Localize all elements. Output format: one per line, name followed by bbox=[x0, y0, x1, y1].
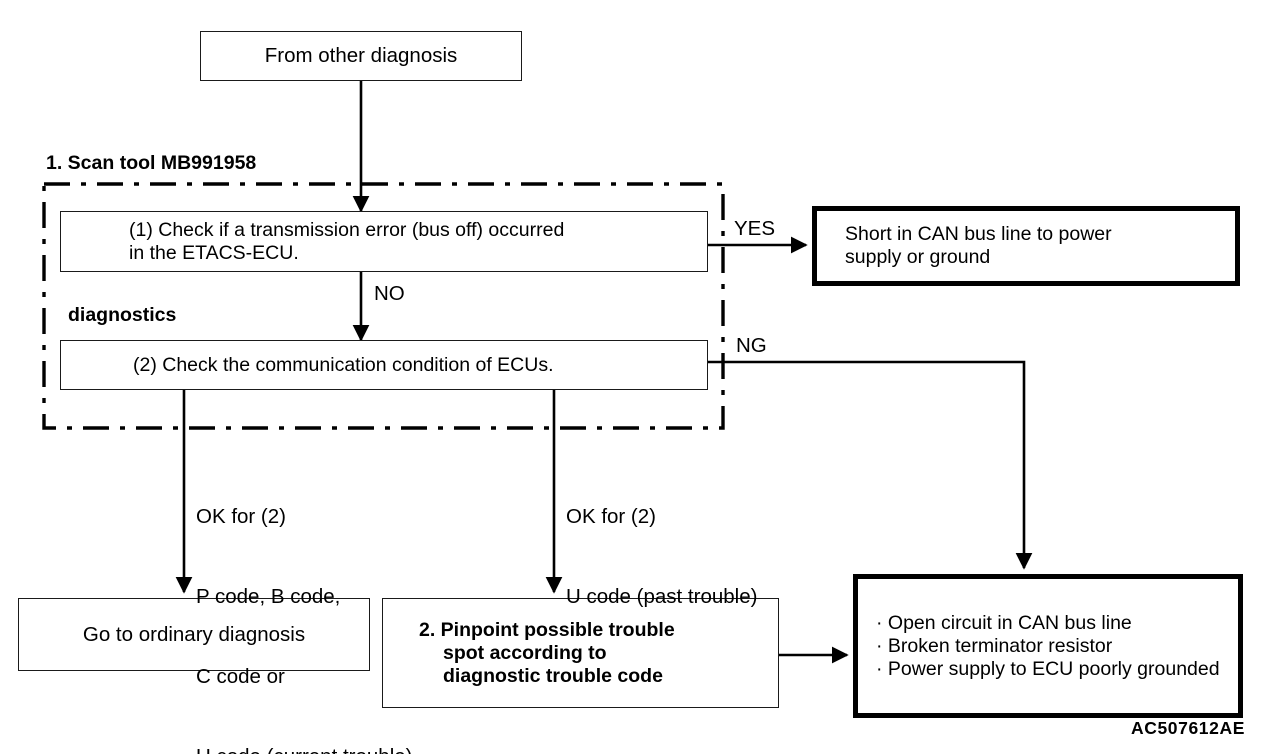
edge-label-ok-left: OK for (2) P code, B code, C code or U c… bbox=[196, 451, 412, 754]
box-short-in-can-bus-line-line-2: supply or ground bbox=[845, 246, 991, 268]
box-pinpoint-possible-trouble-spot-line-2: spot according to bbox=[443, 641, 607, 664]
edge-label-ok-right-line-2: U code (past trouble) bbox=[566, 585, 758, 609]
box-possible-causes-line-3: · Power supply to ECU poorly grounded bbox=[876, 657, 1220, 680]
box-go-to-ordinary-diagnosis[interactable]: Go to ordinary diagnosis bbox=[18, 598, 370, 671]
box-check-transmission-error[interactable]: (1) Check if a transmission error (bus o… bbox=[60, 211, 708, 272]
box-possible-causes[interactable]: · Open circuit in CAN bus line · Broken … bbox=[853, 574, 1243, 718]
edge-label-no: NO bbox=[374, 282, 405, 305]
reference-code: AC507612AE bbox=[1131, 718, 1245, 738]
edge-label-ok-right: OK for (2) U code (past trouble) bbox=[566, 451, 757, 664]
box-short-in-can-bus-line-line-1: Short in CAN bus line to power bbox=[845, 223, 1112, 245]
box-from-other-diagnosis[interactable]: From other diagnosis bbox=[200, 31, 522, 81]
edge-label-yes: YES bbox=[734, 217, 776, 240]
box-check-communication-condition-line-1: (2) Check the communication condition of… bbox=[133, 353, 554, 376]
box-short-in-can-bus-line[interactable]: Short in CAN bus line to power supply or… bbox=[812, 206, 1240, 286]
edge-label-ok-left-line-4: U code (current trouble) bbox=[196, 744, 412, 754]
box-pinpoint-possible-trouble-spot-line-3: diagnostic trouble code bbox=[443, 664, 663, 687]
box-check-transmission-error-line-1: (1) Check if a transmission error (bus o… bbox=[129, 218, 565, 241]
edge-label-ok-left-line-2: P code, B code, bbox=[196, 585, 341, 609]
edge-label-ok-left-line-1: OK for (2) bbox=[196, 505, 286, 529]
box-check-transmission-error-line-2: in the ETACS-ECU. bbox=[129, 241, 299, 264]
box-pinpoint-possible-trouble-spot[interactable]: 2. Pinpoint possible trouble spot accord… bbox=[382, 598, 779, 708]
box-from-other-diagnosis-line-1: From other diagnosis bbox=[264, 44, 458, 67]
box-check-communication-condition[interactable]: (2) Check the communication condition of… bbox=[60, 340, 708, 390]
section-title-line-1: 1. Scan tool MB991958 bbox=[46, 151, 257, 174]
edge-label-ok-left-line-3: C code or bbox=[196, 665, 285, 689]
section-title-line-3: diagnostics bbox=[68, 303, 177, 326]
box-pinpoint-possible-trouble-spot-line-1: 2. Pinpoint possible trouble bbox=[419, 618, 675, 641]
box-possible-causes-line-1: · Open circuit in CAN bus line bbox=[876, 611, 1132, 634]
edge-label-ng: NG bbox=[736, 334, 767, 357]
edge-label-ok-right-line-1: OK for (2) bbox=[566, 505, 656, 529]
box-possible-causes-line-2: · Broken terminator resistor bbox=[876, 634, 1113, 657]
box-go-to-ordinary-diagnosis-line-1: Go to ordinary diagnosis bbox=[82, 622, 306, 646]
